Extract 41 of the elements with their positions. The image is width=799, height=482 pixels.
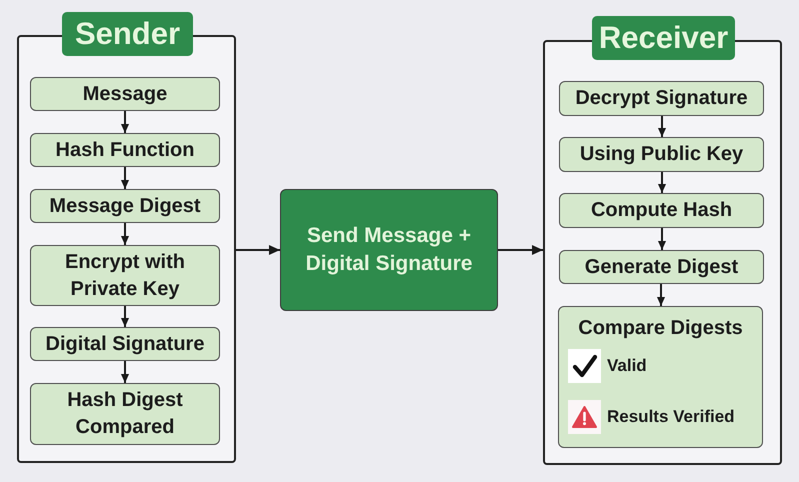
process-box [30, 133, 220, 167]
arrow [120, 361, 130, 383]
arrow [658, 228, 666, 250]
step-label: Hash Digest Compared [66, 388, 184, 440]
process-box [280, 189, 498, 311]
process-box [559, 193, 764, 228]
arrow [656, 284, 666, 306]
process-box [30, 245, 220, 306]
arrow [658, 172, 666, 193]
arrow [120, 111, 130, 133]
step-label: Generate Digest [584, 254, 738, 280]
process-box [559, 250, 764, 284]
process-box [30, 189, 220, 223]
process-box [558, 306, 763, 448]
step-label: Compute Hash [590, 198, 732, 223]
arrow [236, 245, 280, 255]
arrow [120, 306, 130, 327]
result-label: Valid [607, 355, 647, 377]
panel-title: Receiver [592, 16, 735, 60]
process-box [30, 383, 220, 445]
process-box [30, 77, 220, 111]
step-label: Message [82, 82, 168, 106]
box-heading: Compare Digests [578, 316, 743, 341]
step-label: Encrypt with Private Key [64, 250, 186, 302]
step-label: Digital Signature [46, 332, 204, 356]
swimlane-panel [543, 16, 782, 465]
arrow [658, 116, 666, 137]
arrow [120, 167, 130, 189]
arrow [120, 223, 130, 245]
result-label: Results Verified [607, 406, 735, 428]
step-label: Send Message + Digital Signature [304, 223, 474, 277]
step-label: Decrypt Signature [575, 86, 748, 111]
step-label: Hash Function [56, 138, 194, 162]
step-label: Using Public Key [580, 142, 744, 167]
process-box [559, 137, 764, 172]
process-box [30, 327, 220, 361]
panel-title: Sender [62, 12, 193, 56]
swimlane-panel [17, 12, 236, 463]
arrow [498, 245, 543, 255]
step-label: Message Digest [49, 194, 201, 218]
process-box [559, 81, 764, 116]
